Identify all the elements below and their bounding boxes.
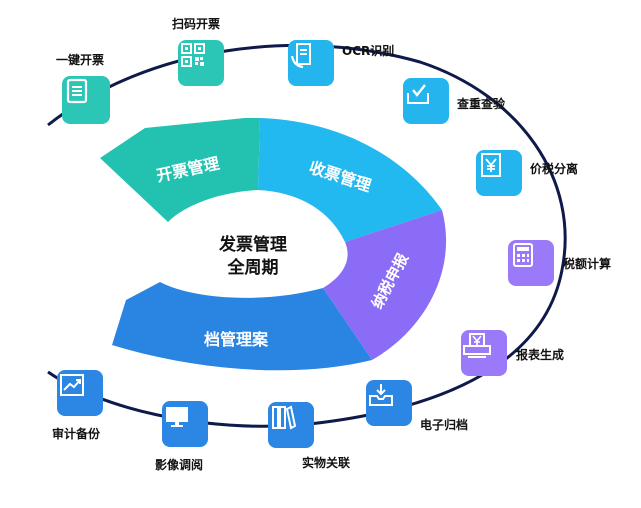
node-calc [508,240,554,286]
segment-tax [323,210,447,360]
node-label-link: 实物关联 [302,456,351,470]
node-one-click [62,76,110,124]
node-label-archive: 电子归档 [420,418,469,432]
node-ocr [288,40,334,86]
node-label-ocr: OCR识别 [342,44,395,58]
yen-receipt-icon [481,153,501,177]
node-link [268,402,314,448]
node-label-one-click: 一键开票 [56,53,105,67]
receipt-hand-icon [290,43,311,69]
node-label-calc: 税额计算 [563,257,612,271]
node-label-scan: 扫码开票 [172,17,221,31]
center-title-line2: 全周期 [227,257,279,278]
yen-printer-icon [463,333,491,358]
node-report [461,330,507,376]
node-label-audit: 审计备份 [52,427,101,441]
center-title-line1: 发票管理 [218,234,287,255]
segment-archive [112,282,372,371]
node-label-split: 价税分离 [530,162,579,176]
node-label-view: 影像调阅 [155,458,204,472]
segment-label-archive: 档管理案 [204,330,269,349]
node-label-report: 报表生成 [516,348,565,362]
node-verify [403,78,449,124]
calculator-icon [513,243,533,267]
segment-issue [100,118,260,222]
segment-receive [258,118,442,242]
orbit-line [47,43,567,428]
qr-code-icon [181,43,205,67]
node-audit [57,370,103,416]
node-view [162,401,208,447]
trend-chart-icon [60,374,84,396]
node-label-verify: 查重查验 [457,97,506,111]
node-archive [366,380,412,426]
node-scan [178,40,224,86]
monitor-icon [166,407,188,427]
document-lines-icon [66,78,88,104]
node-split [476,150,522,196]
inbox-download-icon [369,384,393,406]
check-tray-icon [407,84,429,104]
binders-icon [272,405,297,430]
